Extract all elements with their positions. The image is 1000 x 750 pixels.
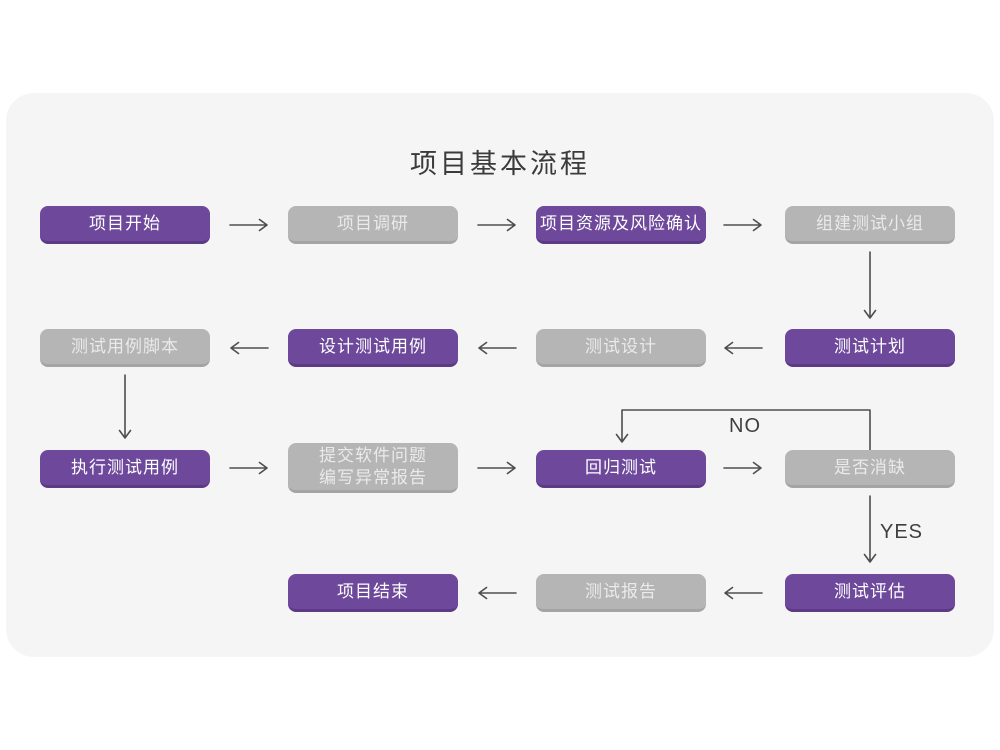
node-submit-issue-report: 提交软件问题 编写异常报告 xyxy=(288,443,458,493)
page-title: 项目基本流程 xyxy=(410,149,590,179)
node-project-end: 项目结束 xyxy=(288,574,458,612)
node-design-test-case: 设计测试用例 xyxy=(288,329,458,367)
edge-label-yes: YES xyxy=(880,521,924,543)
node-build-test-team: 组建测试小组 xyxy=(785,206,955,244)
node-regression-test: 回归测试 xyxy=(536,450,706,488)
node-project-research: 项目调研 xyxy=(288,206,458,244)
node-defect-cleared: 是否消缺 xyxy=(785,450,955,488)
node-execute-test-case: 执行测试用例 xyxy=(40,450,210,488)
node-test-report: 测试报告 xyxy=(536,574,706,612)
edge-label-no: NO xyxy=(729,415,761,437)
node-test-evaluate: 测试评估 xyxy=(785,574,955,612)
node-resource-risk-confirm: 项目资源及风险确认 xyxy=(536,206,706,244)
node-test-design: 测试设计 xyxy=(536,329,706,367)
node-test-case-script: 测试用例脚本 xyxy=(40,329,210,367)
node-test-plan: 测试计划 xyxy=(785,329,955,367)
node-project-start: 项目开始 xyxy=(40,206,210,244)
flowchart-card xyxy=(6,93,994,657)
